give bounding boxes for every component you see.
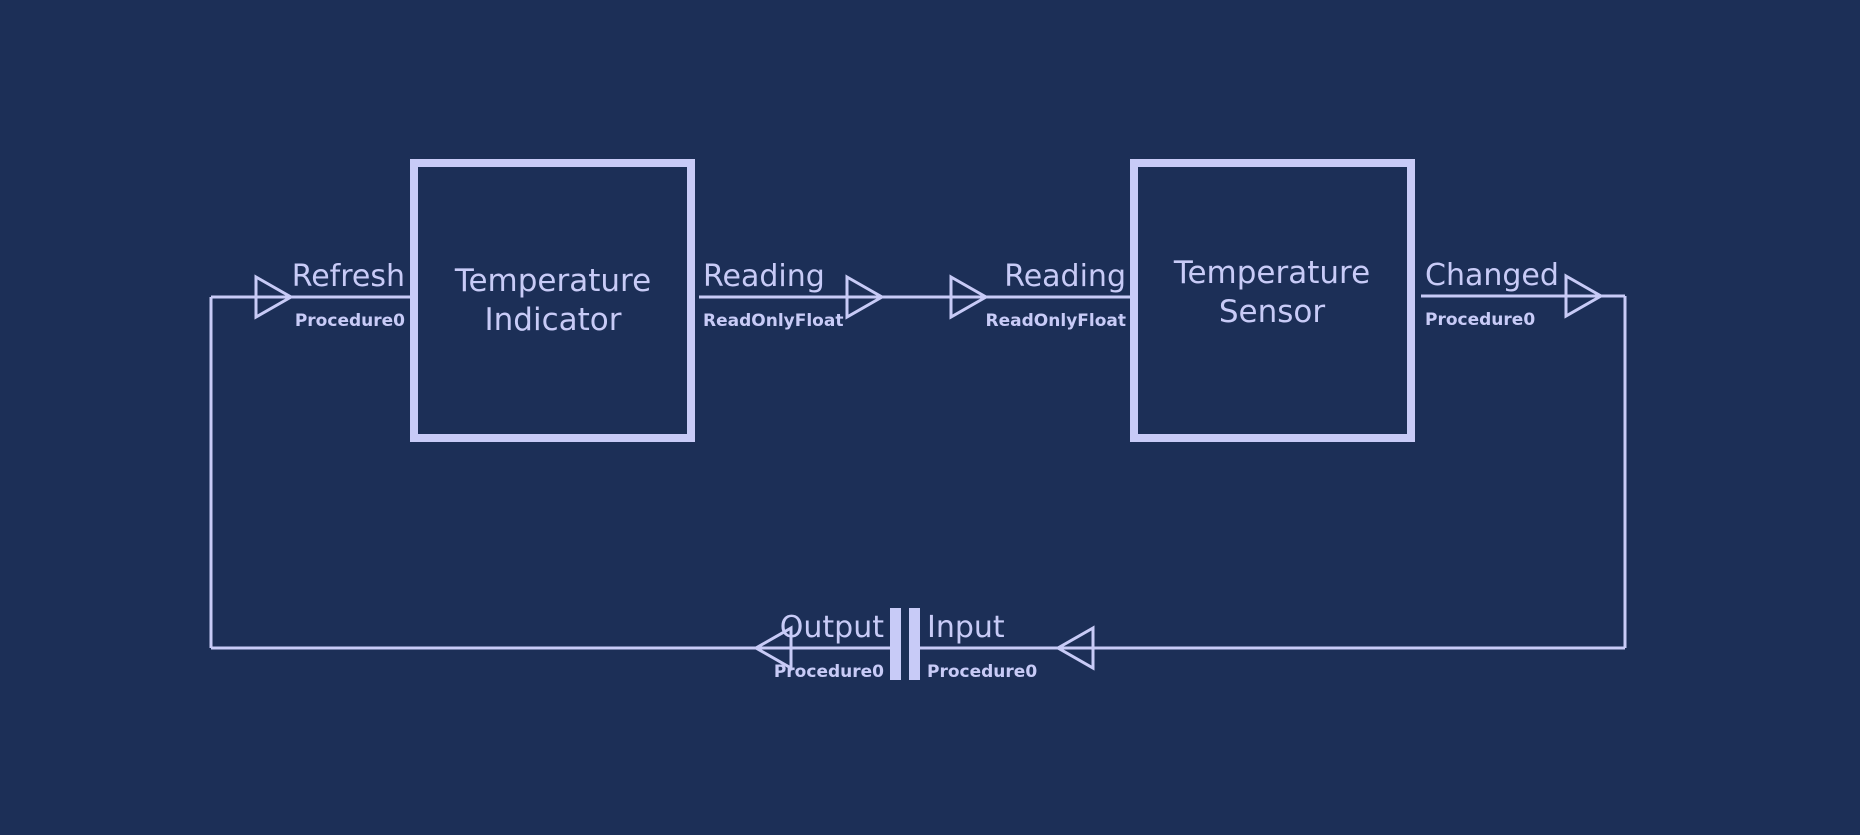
port-label-indicator-reading-name: Reading	[703, 259, 825, 294]
port-label-refresh-type: Procedure0	[295, 311, 405, 331]
port-label-input-name: Input	[927, 610, 1005, 645]
arrow-head-refresh-icon	[254, 274, 295, 320]
interface-bar-right-icon	[909, 608, 920, 680]
component-title-temperature-sensor-line2: Sensor	[1219, 294, 1326, 330]
port-label-indicator-reading-type: ReadOnlyFloat	[703, 311, 843, 331]
component-box-temperature-indicator[interactable]	[410, 159, 695, 442]
port-label-sensor-reading-name: Reading	[1004, 259, 1126, 294]
port-label-output-type: Procedure0	[774, 662, 884, 682]
port-label-changed-name: Changed	[1425, 258, 1559, 293]
port-label-input-type: Procedure0	[927, 662, 1037, 682]
arrow-head-output-icon	[752, 625, 793, 671]
port-label-sensor-reading-type: ReadOnlyFloat	[986, 311, 1126, 331]
component-title-temperature-sensor-line1: Temperature	[1173, 255, 1370, 291]
component-title-temperature-indicator-line2: Indicator	[485, 302, 622, 338]
port-label-output-name: Output	[780, 610, 884, 645]
port-label-changed-type: Procedure0	[1425, 310, 1535, 330]
component-box-temperature-sensor[interactable]	[1130, 159, 1415, 442]
arrow-head-changed-icon	[1564, 273, 1605, 319]
arrow-head-input-icon	[1054, 625, 1095, 671]
arrow-head-reading-right-icon	[949, 274, 990, 320]
component-title-temperature-indicator-line1: Temperature	[454, 263, 651, 299]
arrow-head-reading-left-icon	[845, 274, 886, 320]
interface-bar-left-icon	[890, 608, 901, 680]
port-label-refresh-name: Refresh	[292, 259, 405, 294]
